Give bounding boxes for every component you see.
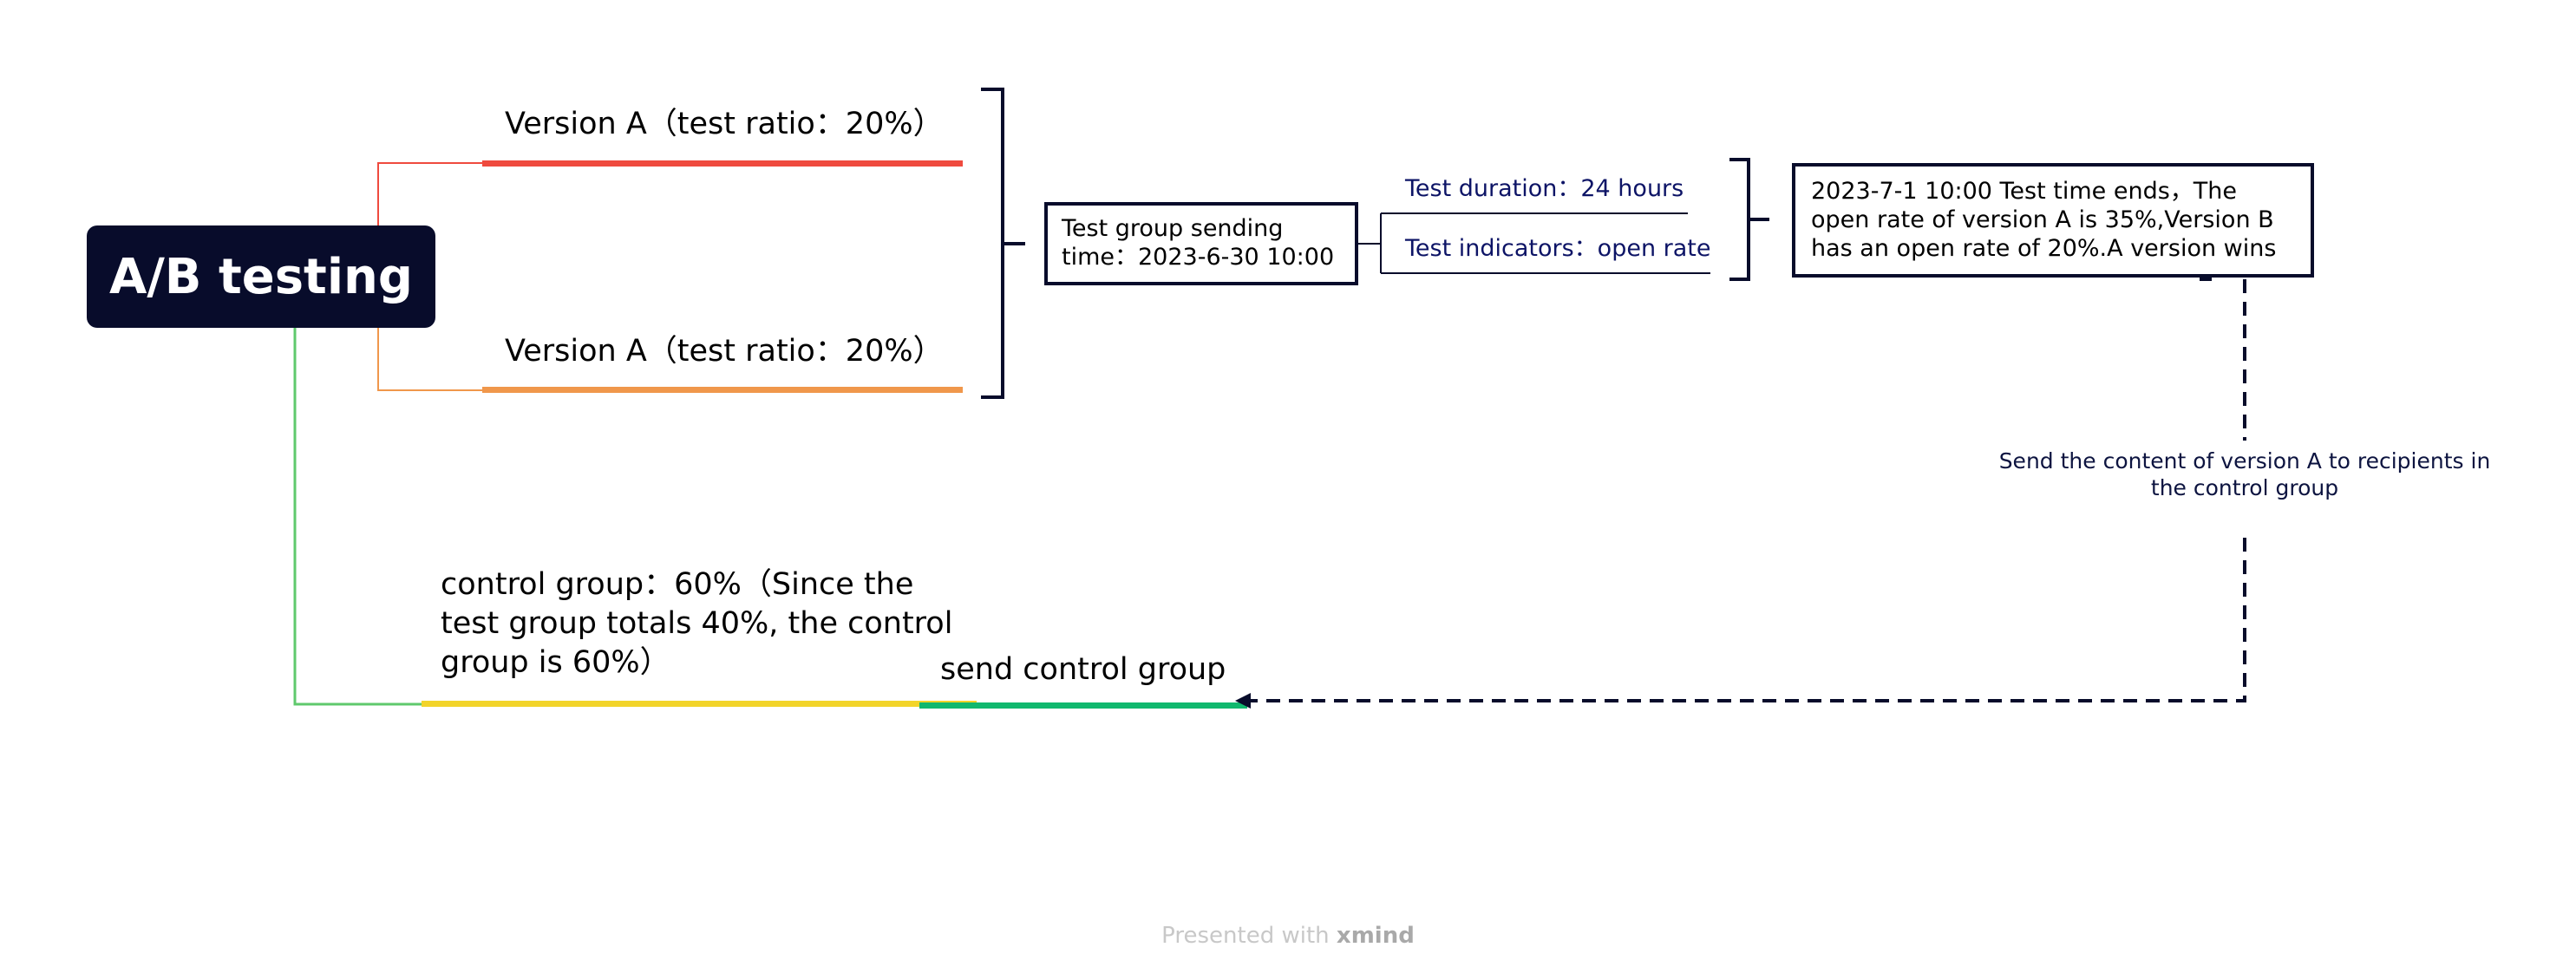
connector-version-a-top — [377, 162, 482, 225]
connector-version-a-bottom — [377, 328, 482, 391]
detail-test-indicators[interactable]: Test indicators：open rate — [1405, 235, 1711, 262]
relationship-line-lower — [1249, 538, 2246, 702]
relationship-note[interactable]: Send the content of version A to recipie… — [1995, 448, 2494, 501]
detail-test-duration[interactable]: Test duration：24 hours — [1405, 175, 1684, 202]
xmind-logo-text: xmind — [1336, 923, 1415, 949]
underline-version-a-top — [482, 160, 963, 167]
footer-prefix: Presented with — [1161, 923, 1330, 949]
underline-send-control-group — [919, 702, 1247, 709]
connector-control-group — [293, 328, 422, 706]
branch-version-a-bottom-label[interactable]: Version A（test ratio：20%） — [505, 334, 944, 369]
underline-control-group — [422, 701, 977, 707]
sending-time-box[interactable]: Test group sending time：2023-6-30 10:00 — [1044, 202, 1358, 285]
footer-credit: Presented with xmind — [0, 923, 2576, 949]
send-control-group-label[interactable]: send control group — [940, 652, 1226, 687]
branch-control-group-label[interactable]: control group：60%（Since the test group t… — [441, 567, 953, 680]
underline-version-a-bottom — [482, 387, 963, 393]
bracket-test-versions — [981, 88, 1025, 399]
root-topic-node[interactable]: A/B testing — [87, 225, 435, 328]
relationship-arrowhead — [1235, 693, 1251, 709]
result-box[interactable]: 2023-7-1 10:00 Test time ends，The open r… — [1792, 163, 2314, 278]
root-topic-label: A/B testing — [109, 248, 413, 305]
sending-time-text: Test group sending time：2023-6-30 10:00 — [1062, 215, 1335, 271]
result-text: 2023-7-1 10:00 Test time ends，The open r… — [1811, 178, 2277, 262]
branch-version-a-top-label[interactable]: Version A（test ratio：20%） — [505, 107, 944, 141]
bracket-details — [1729, 158, 1769, 281]
connector-details — [1358, 212, 1710, 274]
